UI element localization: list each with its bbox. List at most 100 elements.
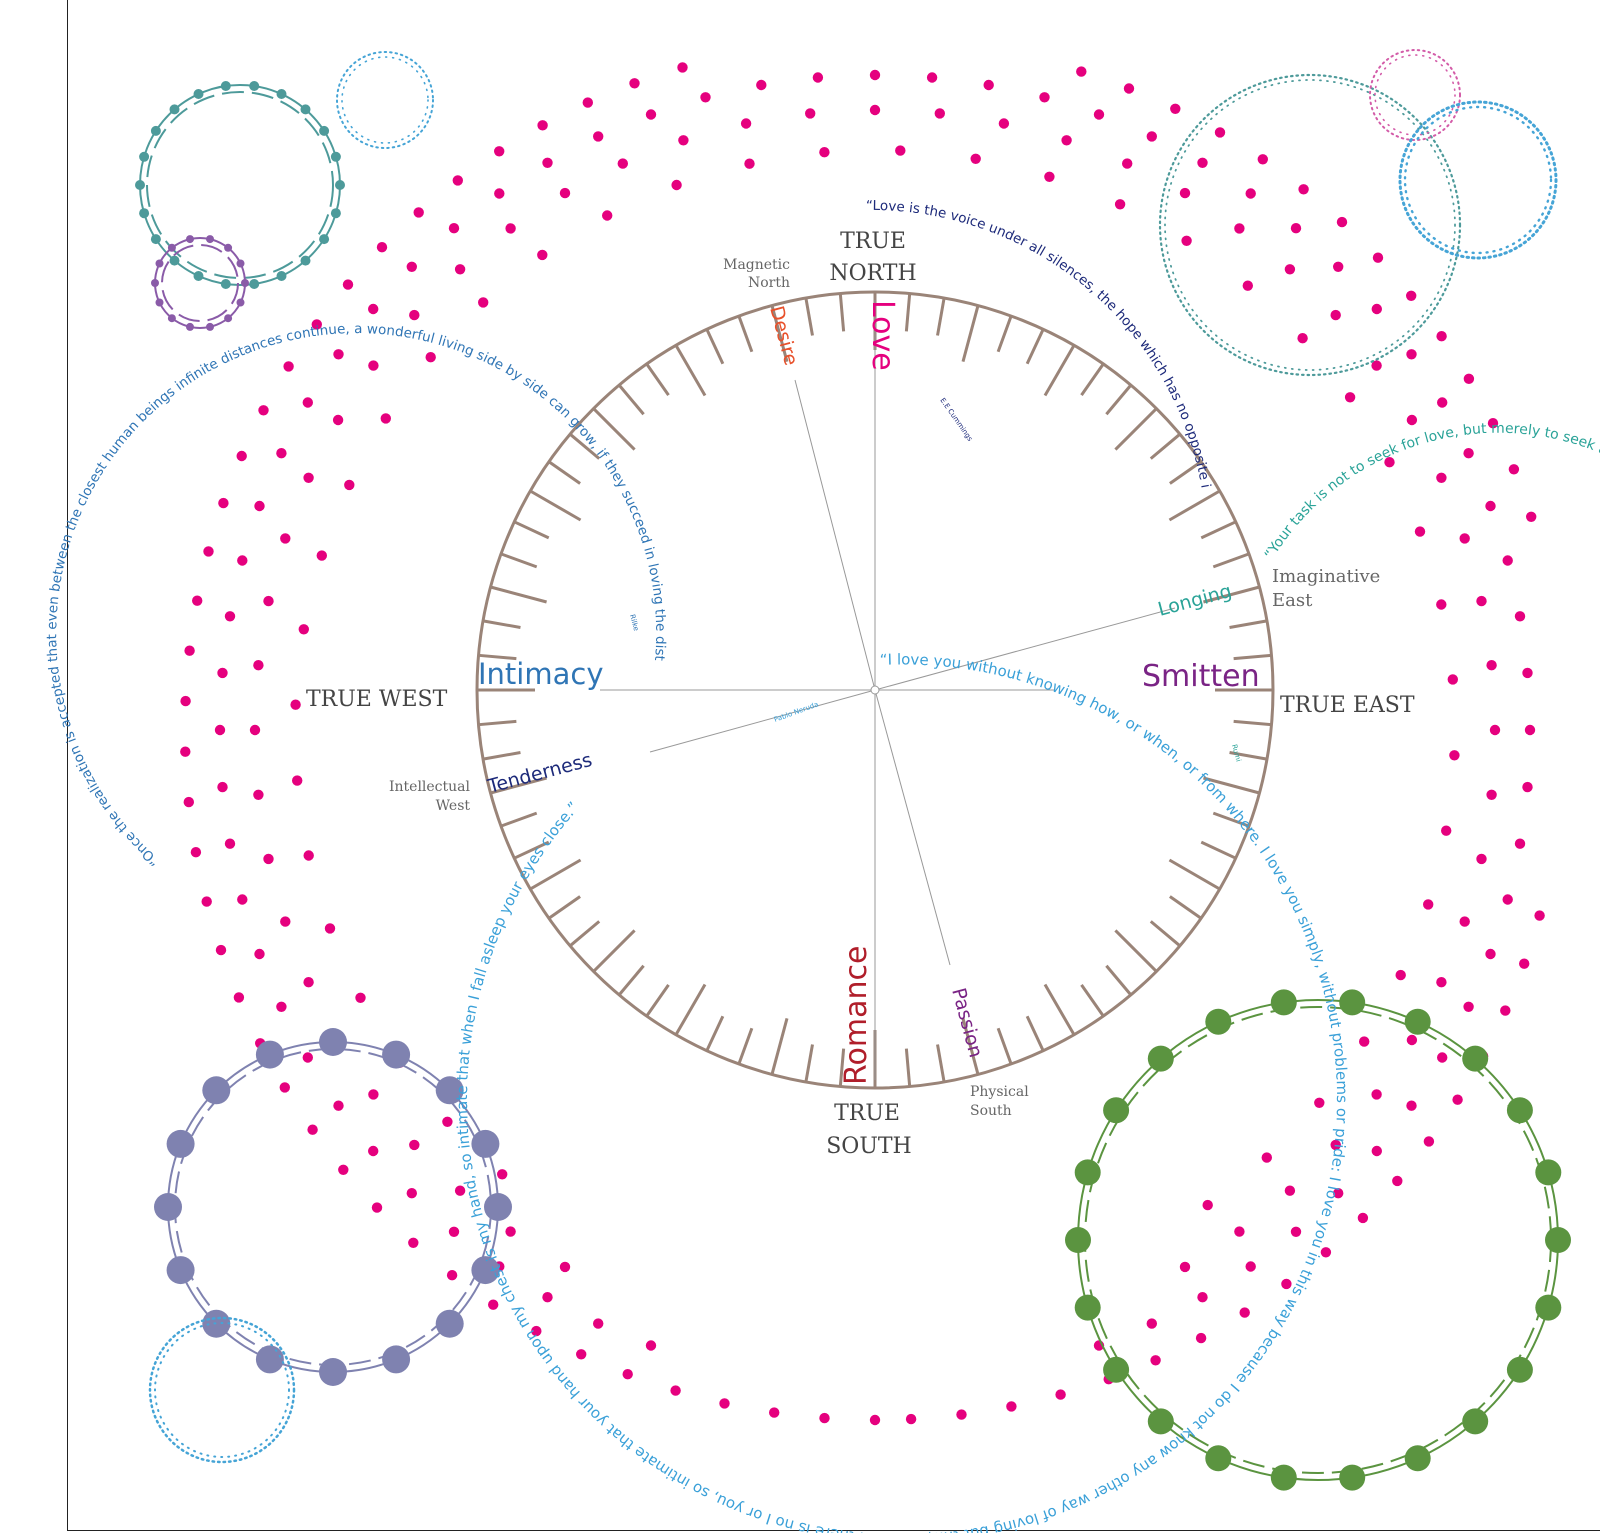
magenta-dot [537, 120, 548, 131]
compass-tick [1105, 384, 1132, 416]
compass-tick [478, 719, 517, 727]
green-bead-circle-bead [1205, 1008, 1232, 1035]
magenta-dot [214, 724, 226, 736]
magenta-dot [258, 405, 269, 416]
magenta-dot [1406, 414, 1418, 426]
magenta-dot [678, 135, 689, 146]
magenta-dot [494, 188, 505, 199]
magenta-dot [1284, 1185, 1296, 1196]
magenta-dot [1290, 1226, 1302, 1238]
magenta-dot [905, 1413, 917, 1425]
purple-bead-circle-bead [151, 279, 159, 287]
compass-tick [804, 1044, 814, 1083]
magenta-dot [1519, 958, 1530, 969]
green-bead-circle-bead [1339, 989, 1366, 1016]
teal-dotted-circle-topright-inner [1164, 79, 1456, 371]
needle-magnetic-north [794, 379, 876, 691]
magenta-dot [719, 1398, 730, 1409]
magenta-dot [1522, 781, 1533, 793]
magenta-dot [276, 1001, 287, 1012]
compass-tick [936, 297, 946, 336]
magenta-dot [1297, 333, 1308, 344]
compass-ticks [477, 292, 1273, 1088]
magenta-dot [1330, 1139, 1341, 1151]
lavender-bead-circle-bead [166, 1256, 195, 1285]
purple-bead-circle-bead [236, 259, 245, 268]
green-bead-circle-bead [1506, 1097, 1533, 1124]
magenta-dot [201, 896, 212, 907]
magenta-dot [338, 1164, 349, 1176]
green-bead-circle-bead [1404, 1445, 1431, 1472]
magenta-dot [1487, 418, 1499, 429]
magenta-dot [1214, 127, 1226, 138]
magenta-dot [1179, 1261, 1191, 1273]
magenta-dot [298, 624, 309, 635]
magenta-dot [1371, 1089, 1382, 1100]
purple-bead-circle-bead [206, 322, 214, 331]
magenta-dot [355, 992, 366, 1003]
drawing-frame [67, 0, 1600, 1531]
magenta-dot [956, 1409, 967, 1420]
magenta-dot [819, 1412, 830, 1424]
intellectual-west-line1: Intellectual [389, 779, 471, 795]
magenta-dot [442, 1116, 453, 1128]
magenta-dot [593, 1318, 604, 1329]
magenta-dot [869, 104, 881, 116]
lavender-bead-circle-bead [484, 1193, 512, 1221]
magenta-dot [452, 175, 463, 186]
magenta-dot [217, 781, 228, 793]
purple-bead-circle-bead [155, 259, 164, 268]
compass-tick [1200, 840, 1237, 860]
lavender-bead-circle-bead [471, 1129, 500, 1158]
magenta-dot [1357, 1212, 1369, 1224]
magenta-dot [1195, 1332, 1207, 1344]
magenta-dot [1061, 135, 1072, 146]
magenta-dot [302, 1052, 313, 1063]
magenta-dot [1502, 555, 1513, 566]
magenta-dot [333, 1100, 344, 1111]
magenta-dot [448, 223, 460, 234]
magenta-dot [224, 838, 236, 849]
magenta-dot [1359, 1036, 1370, 1047]
magenta-dot [1245, 1261, 1256, 1272]
magenta-dot [934, 108, 945, 119]
blue-dotted-circle-bottomleft-inner [154, 1322, 290, 1458]
magenta-dot [184, 645, 195, 656]
compass-tick [1233, 653, 1272, 661]
magenta-dot [218, 497, 229, 509]
needle-physical-south [874, 689, 951, 966]
purple-bead-circle-bead [186, 322, 194, 331]
quote-neruda: “I love you without knowing how, or when… [453, 650, 1351, 1533]
magenta-dot [622, 1369, 633, 1380]
magenta-dot [576, 1349, 587, 1360]
magnetic-north-line1: Magnetic [723, 257, 790, 273]
compass-tick [548, 895, 581, 920]
magenta-dot [203, 546, 214, 557]
magenta-dot [1436, 472, 1447, 483]
magenta-dot [542, 157, 553, 168]
magenta-dot [1514, 838, 1526, 849]
teal-bead-circle-bead [169, 255, 180, 266]
compass-tick [961, 1018, 980, 1075]
magenta-dot [276, 448, 287, 459]
true-north-line1: TRUE [840, 229, 906, 254]
compass-tick [1169, 460, 1202, 485]
magenta-dot [342, 279, 354, 290]
magenta-dot [542, 1292, 553, 1303]
purple-bead-circle-bead [206, 235, 214, 244]
magenta-dot [1534, 910, 1545, 921]
compass-tick [1080, 363, 1105, 396]
magenta-dot [302, 397, 313, 408]
teal-bead-circle-bead [135, 180, 145, 190]
true-east-label: TRUE EAST [1280, 693, 1415, 718]
magenta-dot [237, 555, 248, 566]
magenta-dot [1476, 853, 1487, 865]
compass-tick [482, 751, 521, 761]
magenta-dot [406, 261, 417, 272]
magenta-dot [593, 131, 604, 142]
magnetic-north-line2: North [748, 275, 790, 291]
magenta-dot [333, 349, 344, 360]
green-bead-circle-bead [1103, 1097, 1130, 1124]
magenta-dot [1485, 948, 1496, 960]
